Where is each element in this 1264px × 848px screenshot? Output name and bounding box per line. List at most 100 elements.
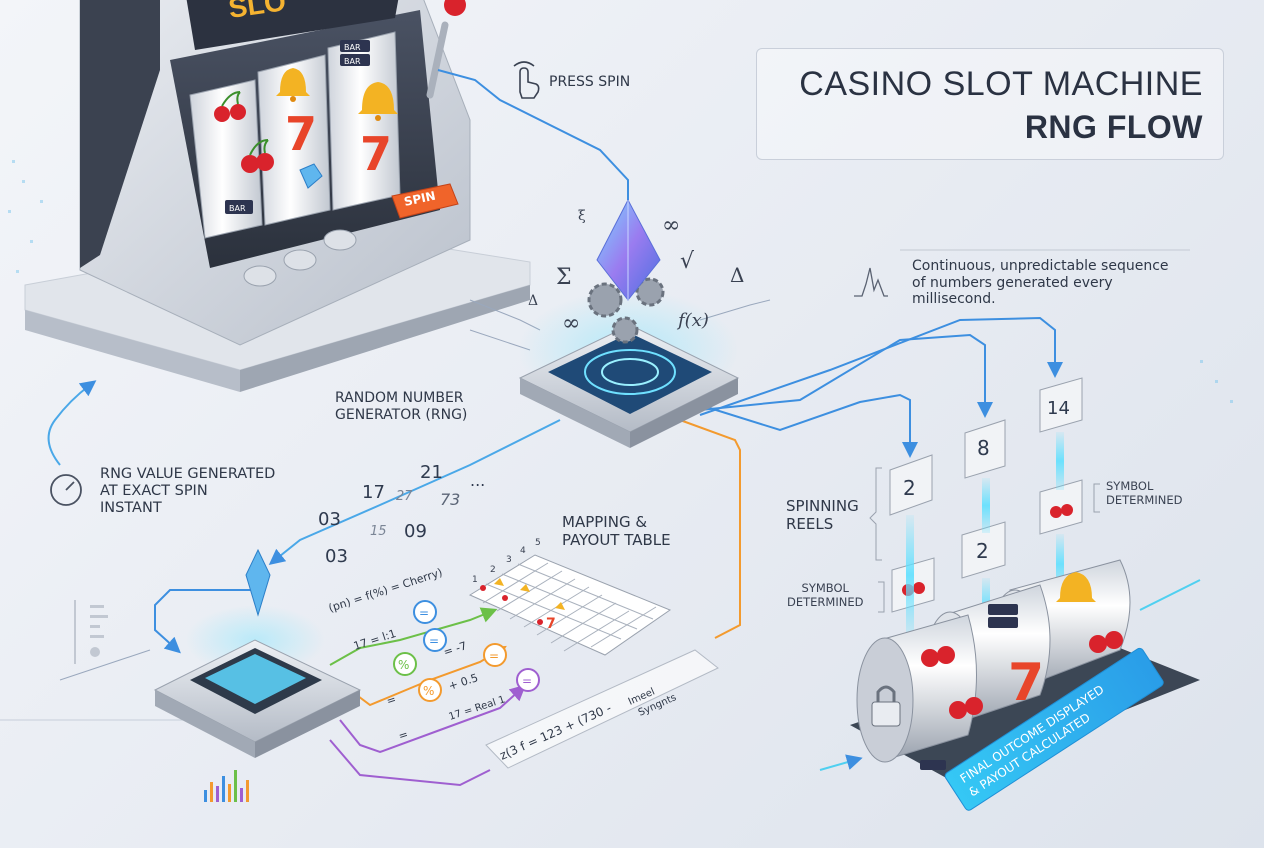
symbol-brace-top [1093,483,1100,513]
sequence-caption: Continuous, unpredictable sequence of nu… [912,258,1169,308]
svg-text:...: ... [470,471,485,490]
svg-text:Δ: Δ [528,293,538,309]
svg-text:5: 5 [535,538,541,548]
formula-operators: == %= %= [398,606,532,698]
bell-icon [276,68,310,102]
svg-text:7: 7 [546,616,556,632]
bar-icon [988,604,1018,628]
waveform-icon [854,267,888,297]
sequence-line-1: Continuous, unpredictable sequence [912,258,1169,274]
sequence-line-2: of numbers generated every [912,274,1113,291]
list-bars-icon [74,600,108,664]
svg-text:15: 15 [370,524,387,539]
reels-brace [869,467,882,561]
svg-text:=: = [489,649,499,663]
spinning-line-1: SPINNING [786,497,859,515]
mapping-chip [153,548,362,758]
svg-text:f(x): f(x) [676,310,709,331]
math-symbols: ξ ∞ √ Δ Σ ∞ f(x) Δ [528,208,744,336]
symbol-determined-top-line-2: DETERMINED [1106,492,1183,507]
marquee-text: SLO [227,0,288,24]
cherry-icon [1089,631,1123,653]
svg-text:=: = [522,674,532,688]
diamond-icon [299,163,323,189]
cherry-icon [921,646,955,667]
svg-text:1: 1 [472,575,478,585]
svg-text:%: % [398,658,409,672]
svg-text:2: 2 [976,539,989,563]
spin-button[interactable]: SPIN [391,183,459,219]
formula-box: z(3 f = 123 + (730 - Imeel Syngnts [485,649,719,769]
rng-label-line-2: GENERATOR (RNG) [335,406,468,423]
machine-button[interactable] [283,249,317,271]
svg-text:=: = [385,693,398,708]
svg-text:2: 2 [903,476,916,500]
svg-text:8: 8 [977,436,990,460]
svg-text:17 = l:1: 17 = l:1 [352,627,398,653]
svg-text:∞: ∞ [662,213,680,238]
rng-value-label: RNG VALUE GENERATED AT EXACT SPIN INSTAN… [100,466,275,517]
rng-value-line-2: AT EXACT SPIN [100,483,208,500]
svg-text:17: 17 [362,482,385,503]
symbol-determined-top: SYMBOL DETERMINED [1106,479,1183,507]
symbol-determined-top-line-1: SYMBOL [1106,479,1154,493]
data-dots [8,160,1233,403]
svg-text:√: √ [680,249,695,274]
cherry-icon [949,697,983,719]
svg-text:BAR: BAR [344,43,361,52]
rng-label: RANDOM NUMBER GENERATOR (RNG) [335,390,467,423]
mapping-label: MAPPING & PAYOUT TABLE [562,513,671,549]
spinning-line-2: REELS [786,514,834,533]
bell-icon [1056,572,1096,602]
sequence-line-3: millisecond. [912,291,996,308]
svg-text:BAR: BAR [344,57,361,66]
svg-text:09: 09 [404,521,427,542]
spinning-reels-label: SPINNING REELS [786,497,859,533]
bar-chart-icon [204,770,249,802]
svg-text:03: 03 [318,509,341,530]
bell-icon [358,82,398,121]
mapping-line-1: MAPPING & [562,513,648,531]
rng-value-line-1: RNG VALUE GENERATED [100,466,276,482]
cherry-icon [241,139,274,173]
seven-icon: 7 [1008,653,1044,713]
svg-text:=: = [419,606,429,620]
formula-nodes [393,600,540,702]
lock-icon [871,685,901,727]
rng-label-line-1: RANDOM NUMBER [335,390,464,406]
lever[interactable] [426,0,466,99]
svg-text:03: 03 [325,546,348,567]
svg-text:=: = [429,634,439,648]
svg-text:21: 21 [420,462,443,483]
svg-text:BAR: BAR [229,204,246,213]
seven-icon: 7 [360,127,392,181]
title-box: CASINO SLOT MACHINE RNG FLOW [756,48,1224,160]
svg-text:∞: ∞ [562,311,580,336]
symbol-determined-left: SYMBOL DETERMINED [787,581,864,609]
svg-text:14: 14 [1047,398,1070,419]
hand-pointer-icon [513,61,540,99]
big-reels: 7 [850,559,1200,780]
svg-text:27: 27 [396,489,413,504]
svg-text:ξ: ξ [578,208,586,224]
timer-icon [50,474,82,506]
number-stream: 03 17 21 27 73 ... 15 09 03 [318,462,485,567]
rng-value-line-3: INSTANT [100,500,162,517]
rng-core [518,198,740,448]
svg-text:3: 3 [506,555,512,565]
machine-button[interactable] [323,229,357,251]
cherry-icon [214,91,246,122]
svg-text:=: = [397,728,410,743]
symbol-brace-left [878,581,885,613]
machine-button[interactable] [243,265,277,287]
symbol-determined-left-line-2: DETERMINED [787,594,864,609]
svg-text:SPIN: SPIN [403,189,437,209]
bar-icon: BAR [225,200,253,214]
title-line-2: RNG FLOW [1024,109,1203,145]
press-spin-label: PRESS SPIN [549,74,631,90]
svg-text:Δ: Δ [730,263,744,287]
svg-text:+ 0.5: + 0.5 [447,671,480,693]
